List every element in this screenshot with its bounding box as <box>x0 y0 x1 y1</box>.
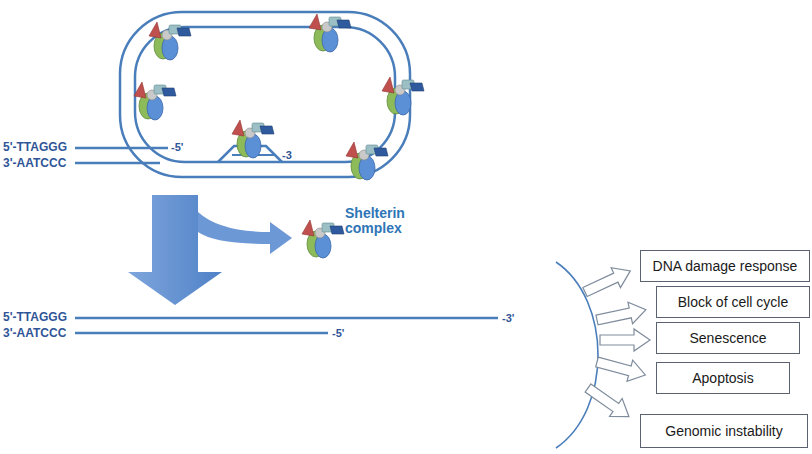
complex-label: Shelterin complex <box>345 206 425 237</box>
strand-label: 5'-TTAGGG <box>3 311 67 324</box>
strand-end: -5' <box>171 141 183 153</box>
outcome-text: Genomic instability <box>665 423 783 439</box>
outcome-box: Block of cell cycle <box>656 286 810 318</box>
strand-label: 5'-TTAGGG <box>3 141 67 154</box>
strand-label: 3'-AATCCC <box>3 157 66 170</box>
outcome-box: Genomic instability <box>640 414 808 448</box>
outcome-box: Apoptosis <box>656 362 790 394</box>
outcome-box: Senescence <box>656 322 800 354</box>
strand-end: -5' <box>332 327 344 339</box>
strand-end: -3' <box>502 312 514 324</box>
strand-end: -3 <box>282 149 292 161</box>
outcome-text: Block of cell cycle <box>678 294 788 310</box>
outcome-text: Apoptosis <box>692 370 753 386</box>
strand-label: 3'-AATCCC <box>3 327 66 340</box>
outcome-text: Senescence <box>689 330 766 346</box>
outcome-box: DNA damage response <box>640 250 810 282</box>
outcome-text: DNA damage response <box>653 258 798 274</box>
